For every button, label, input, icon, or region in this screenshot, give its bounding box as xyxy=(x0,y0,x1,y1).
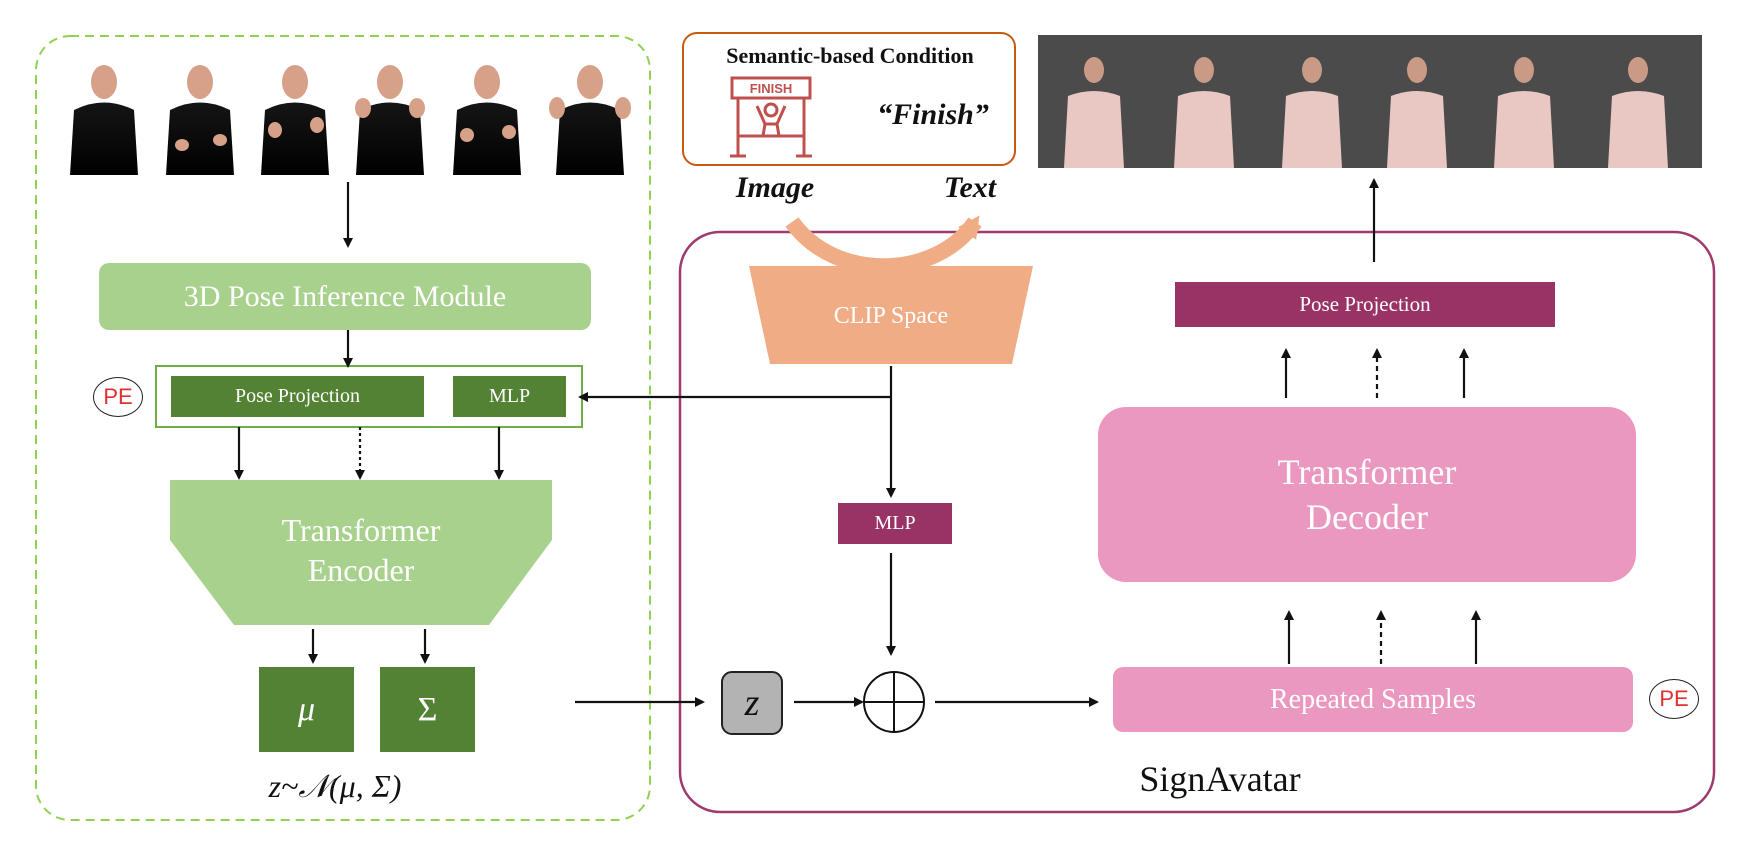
decoder-pe-badge: PE xyxy=(1649,679,1699,719)
latent-distribution-label: z~𝒩(μ, Σ) xyxy=(268,768,402,804)
clip-space: CLIP Space xyxy=(770,296,1012,336)
finish-sign-label: FINISH xyxy=(749,80,793,96)
repeated-samples: Repeated Samples xyxy=(1113,667,1633,732)
decoder-pose-projection: Pose Projection xyxy=(1175,282,1555,327)
finish-quote: “Finish” xyxy=(858,95,1008,135)
signer-photo-silhouettes xyxy=(70,65,631,175)
encoder-pose-projection-label: Pose Projection xyxy=(235,385,360,407)
z-variable: z xyxy=(722,672,782,734)
encoder-mlp: MLP xyxy=(453,376,566,417)
image-label: Image xyxy=(720,168,830,208)
z-variable-label: z xyxy=(744,682,760,724)
transformer-decoder: Transformer Decoder xyxy=(1098,407,1636,582)
transformer-decoder-line1: Transformer xyxy=(1277,451,1457,492)
encoder-pose-projection: Pose Projection xyxy=(171,376,424,417)
sigma-label: Σ xyxy=(417,690,438,728)
signavatar-border xyxy=(678,230,1716,814)
condition-title: Semantic-based Condition xyxy=(690,38,1010,74)
clip-space-shape xyxy=(749,266,1033,364)
transformer-encoder: Transformer Encoder xyxy=(170,505,552,595)
finish-quote-label: “Finish” xyxy=(877,98,989,131)
pose-inference-label: 3D Pose Inference Module xyxy=(183,279,507,313)
transformer-decoder-line2: Decoder xyxy=(1306,496,1428,537)
transformer-encoder-shape xyxy=(170,480,552,625)
repeated-samples-label: Repeated Samples xyxy=(1269,683,1477,715)
image-to-text-arrow xyxy=(785,215,982,275)
clip-space-label: CLIP Space xyxy=(833,302,949,329)
transformer-encoder-line2: Encoder xyxy=(307,552,415,588)
finish-line-icon xyxy=(730,76,812,158)
mu-label: μ xyxy=(297,690,316,728)
pose-inference-module: 3D Pose Inference Module xyxy=(99,263,591,330)
latent-distribution: z~𝒩(μ, Σ) xyxy=(220,762,450,812)
signavatar-title: SignAvatar xyxy=(1100,756,1340,802)
decoder-mlp-label: MLP xyxy=(874,512,916,534)
decoder-pose-projection-label: Pose Projection xyxy=(1299,292,1431,316)
finish-sign-text: FINISH xyxy=(732,78,810,98)
signavatar-title-label: SignAvatar xyxy=(1139,759,1301,799)
encoder-mlp-label: MLP xyxy=(488,385,531,407)
combine-operator xyxy=(863,671,925,733)
decoder-mlp: MLP xyxy=(838,503,952,544)
text-label-text: Text xyxy=(943,171,997,204)
transformer-encoder-line1: Transformer xyxy=(281,512,441,548)
encoder-pe-badge: PE xyxy=(93,377,143,417)
encoder-pe-label: PE xyxy=(103,384,133,409)
encoder-border xyxy=(35,35,651,821)
condition-border xyxy=(682,32,1016,166)
decoder-pe-label: PE xyxy=(1659,686,1689,711)
avatar-strip xyxy=(1038,35,1702,168)
mu-box: μ xyxy=(259,667,354,752)
text-label: Text xyxy=(920,168,1020,208)
image-label-text: Image xyxy=(735,171,815,204)
z-box xyxy=(721,671,783,735)
avatar-figures xyxy=(1064,57,1668,168)
condition-title-label: Semantic-based Condition xyxy=(726,43,974,68)
sigma-box: Σ xyxy=(380,667,475,752)
